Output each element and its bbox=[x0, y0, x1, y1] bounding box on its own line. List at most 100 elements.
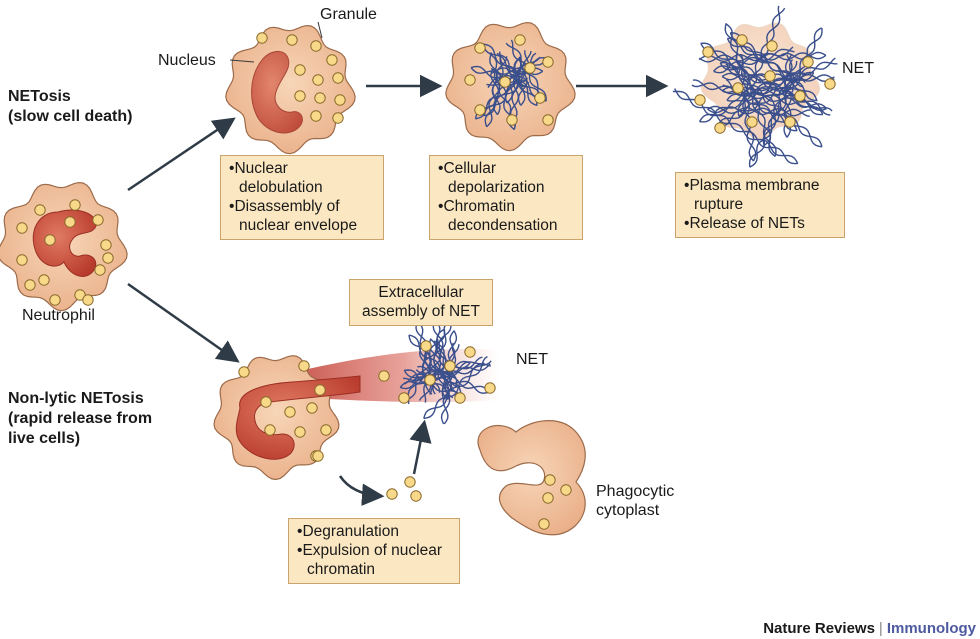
arrow-degranulation-curve bbox=[338, 475, 385, 506]
granule-group bbox=[238, 360, 332, 462]
arrow-granules-to-extracellular-net bbox=[409, 419, 432, 475]
box3-item-2: Release of NETs bbox=[684, 214, 836, 233]
nonlytic-cell bbox=[213, 319, 500, 481]
dna-strand bbox=[715, 71, 814, 129]
box5-item-2: Expulsion of nuclear chromatin bbox=[297, 541, 451, 579]
info-box-rupture: Plasma membrane rupture Release of NETs bbox=[675, 172, 845, 238]
dna-strand bbox=[499, 51, 538, 106]
dna-strand bbox=[423, 356, 488, 420]
dna-strand bbox=[505, 42, 547, 102]
netosis-subtitle: (slow cell death) bbox=[8, 108, 133, 125]
granule bbox=[386, 488, 398, 500]
net-label-bottom: NET bbox=[516, 351, 548, 368]
granule-group bbox=[464, 34, 554, 126]
granule bbox=[264, 424, 276, 436]
granule bbox=[332, 112, 344, 124]
net-released bbox=[672, 5, 838, 168]
granule bbox=[334, 94, 346, 106]
granule bbox=[524, 62, 536, 74]
granule bbox=[256, 32, 268, 44]
granule bbox=[538, 518, 550, 530]
dna-strand bbox=[423, 360, 492, 419]
netosis-title: NETosis bbox=[8, 88, 71, 105]
info-box-depolarization: Cellular depolarization Chromatin decond… bbox=[429, 155, 583, 240]
granule bbox=[410, 490, 422, 502]
granule bbox=[746, 116, 758, 128]
granule-group bbox=[378, 340, 496, 404]
granule bbox=[16, 254, 28, 266]
granule bbox=[34, 204, 46, 216]
neutrophil-cell bbox=[0, 181, 128, 312]
dna-strand bbox=[429, 338, 449, 401]
granule bbox=[474, 104, 486, 116]
granule bbox=[102, 252, 114, 264]
granule bbox=[49, 294, 61, 306]
dna-strand bbox=[726, 57, 836, 102]
box1-item-1: Nuclear delobulation bbox=[229, 159, 375, 197]
nonlytic-subtitle-line2: (rapid release from bbox=[8, 410, 153, 427]
granule bbox=[326, 54, 338, 66]
dna-strand bbox=[735, 55, 755, 162]
info-box-degranulation: Degranulation Expulsion of nuclear chrom… bbox=[288, 518, 460, 584]
granule bbox=[298, 360, 310, 372]
granule bbox=[310, 40, 322, 52]
dna-strand bbox=[470, 65, 528, 88]
dna-strand bbox=[403, 329, 446, 403]
granule bbox=[714, 122, 726, 134]
phagocytic-label-line2: cytoplast bbox=[596, 502, 660, 519]
granule bbox=[16, 222, 28, 234]
dna-strand bbox=[721, 72, 835, 82]
dna-strand bbox=[724, 23, 776, 157]
granule bbox=[542, 56, 554, 68]
box5-item-1: Degranulation bbox=[297, 522, 451, 541]
granule bbox=[474, 42, 486, 54]
dna-strand bbox=[713, 48, 795, 72]
granule-leader-line bbox=[317, 21, 323, 39]
phagocytic-cytoplast-cell bbox=[477, 420, 586, 536]
dna-strand bbox=[517, 50, 532, 106]
granule bbox=[824, 78, 836, 90]
dna-strand bbox=[721, 72, 835, 82]
box2-item-2: Chromatin decondensation bbox=[438, 197, 574, 235]
granule bbox=[702, 46, 714, 58]
box4-line-2: assembly of NET bbox=[361, 303, 480, 320]
granule-group bbox=[312, 450, 422, 502]
granule bbox=[398, 392, 410, 404]
granule bbox=[542, 114, 554, 126]
granule bbox=[534, 92, 546, 104]
granule bbox=[732, 82, 744, 94]
granule bbox=[294, 426, 306, 438]
dna-strand bbox=[490, 67, 544, 76]
granule bbox=[286, 34, 298, 46]
granule bbox=[484, 382, 496, 394]
granule-group bbox=[538, 474, 572, 530]
granule bbox=[69, 199, 81, 211]
neutrophil-label: Neutrophil bbox=[22, 307, 95, 324]
arrow-neutrophil-to-delobulation bbox=[127, 117, 236, 192]
granule-label: Granule bbox=[320, 6, 377, 23]
chromatin-strands bbox=[672, 5, 838, 168]
granule bbox=[464, 74, 476, 86]
granule bbox=[794, 90, 806, 102]
dna-strand bbox=[737, 55, 757, 162]
granule bbox=[736, 34, 748, 46]
granule bbox=[464, 346, 476, 358]
dna-strand bbox=[418, 320, 452, 401]
box2-item-1: Cellular depolarization bbox=[438, 159, 574, 197]
granule bbox=[424, 374, 436, 386]
granule bbox=[312, 74, 324, 86]
granule bbox=[784, 116, 796, 128]
granule bbox=[260, 396, 272, 408]
granule bbox=[38, 274, 50, 286]
granule bbox=[284, 406, 296, 418]
granule bbox=[44, 234, 56, 246]
granule bbox=[694, 94, 706, 106]
dna-strand bbox=[691, 82, 827, 112]
dna-strand bbox=[713, 46, 794, 74]
credit-separator: | bbox=[878, 620, 883, 637]
credit-section: Immunology bbox=[886, 620, 976, 637]
released-granules bbox=[312, 450, 422, 502]
granule bbox=[294, 90, 306, 102]
dna-strand bbox=[692, 79, 828, 110]
dna-strand bbox=[714, 72, 815, 127]
